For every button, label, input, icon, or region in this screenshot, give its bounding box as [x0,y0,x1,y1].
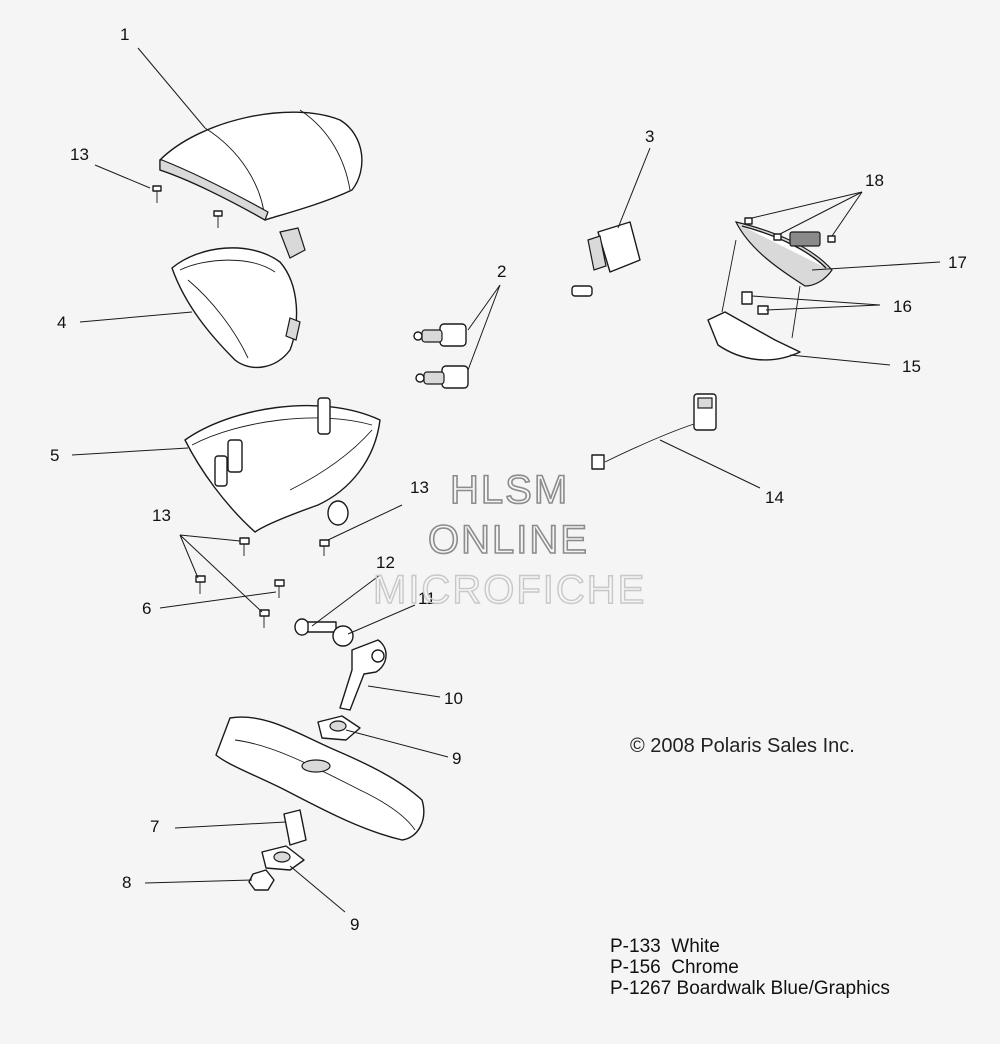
callout-3: 3 [645,127,654,146]
part-7-sleeve [283,809,307,846]
callout-9-upper: 9 [452,749,461,768]
leader-lines [71,47,941,913]
part-1-headlight-cover [159,109,363,221]
callout-10: 10 [444,689,463,708]
part-10-mount-arm [339,639,387,711]
part-15-16-17-18-bracket-assembly [707,217,836,361]
part-2-bulbs [413,323,469,389]
handlebar-pad [215,716,425,841]
color-note-3: P-1267 Boardwalk Blue/Graphics [610,978,890,999]
callout-16: 16 [893,297,912,316]
callout-7: 7 [150,817,159,836]
part-14-harness [591,393,717,470]
part-4-headlight-housing [171,227,306,369]
watermark-line-2: ONLINE [428,518,589,562]
watermark: HLSM ONLINE MICROFICHE [372,467,646,613]
color-note-1: P-133 White [610,936,720,957]
callout-11: 11 [418,589,436,608]
callout-18: 18 [865,171,884,190]
color-notes: P-133 White P-156 Chrome P-1267 Boardwal… [610,936,890,999]
callout-13-top: 13 [70,145,89,164]
callout-9-lower: 9 [350,915,359,934]
part-13-screws-top [152,185,223,228]
callout-1: 1 [120,25,129,44]
part-9-grommet-upper [317,715,361,741]
callout-12: 12 [376,553,395,572]
part-13-6-screws-middle [195,537,330,628]
watermark-line-1: HLSM [450,468,569,512]
part-3-switch [571,221,641,297]
callout-5: 5 [50,446,59,465]
callout-17: 17 [948,253,967,272]
copyright-text: © 2008 Polaris Sales Inc. [630,735,855,757]
callout-13-right: 13 [410,478,429,497]
callout-13-left: 13 [152,506,171,525]
part-9-grommet-lower [261,845,305,871]
watermark-line-3: MICROFICHE [373,568,646,612]
part-5-lower-shell [184,397,381,533]
part-8-nut [248,869,275,891]
callout-6: 6 [142,599,151,618]
callout-8: 8 [122,873,131,892]
part-12-11-bolt-spacer [294,618,354,647]
callout-15: 15 [902,357,921,376]
color-note-2: P-156 Chrome [610,957,739,978]
callout-14: 14 [765,488,784,507]
callout-2: 2 [497,262,506,281]
callout-labels: 1 13 3 2 18 17 16 15 4 5 14 13 13 12 11 … [50,25,967,934]
callout-4: 4 [57,313,66,332]
